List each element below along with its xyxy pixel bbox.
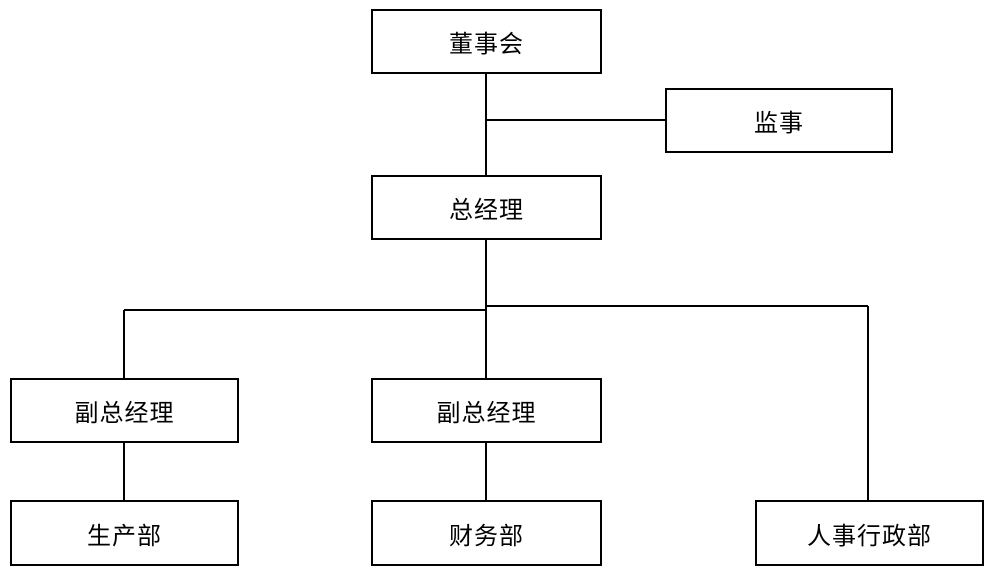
production-dept-label: 生产部 (87, 521, 162, 550)
general-manager-label: 总经理 (449, 196, 524, 224)
vice-gm-middle-node: 副总经理 (371, 378, 602, 443)
vice-gm-left-node: 副总经理 (10, 378, 239, 443)
general-manager-node: 总经理 (371, 175, 602, 240)
board-label: 董事会 (449, 30, 524, 58)
finance-dept-label: 财务部 (449, 521, 524, 550)
hr-admin-dept-node: 人事行政部 (755, 500, 984, 566)
hr-admin-dept-label: 人事行政部 (807, 521, 932, 550)
supervisor-label: 监事 (754, 109, 804, 137)
board-node: 董事会 (371, 9, 602, 74)
supervisor-node: 监事 (665, 88, 893, 153)
vice-gm-left-label: 副总经理 (74, 399, 175, 427)
production-dept-node: 生产部 (10, 500, 239, 566)
finance-dept-node: 财务部 (371, 500, 602, 566)
vice-gm-middle-label: 副总经理 (436, 399, 537, 427)
